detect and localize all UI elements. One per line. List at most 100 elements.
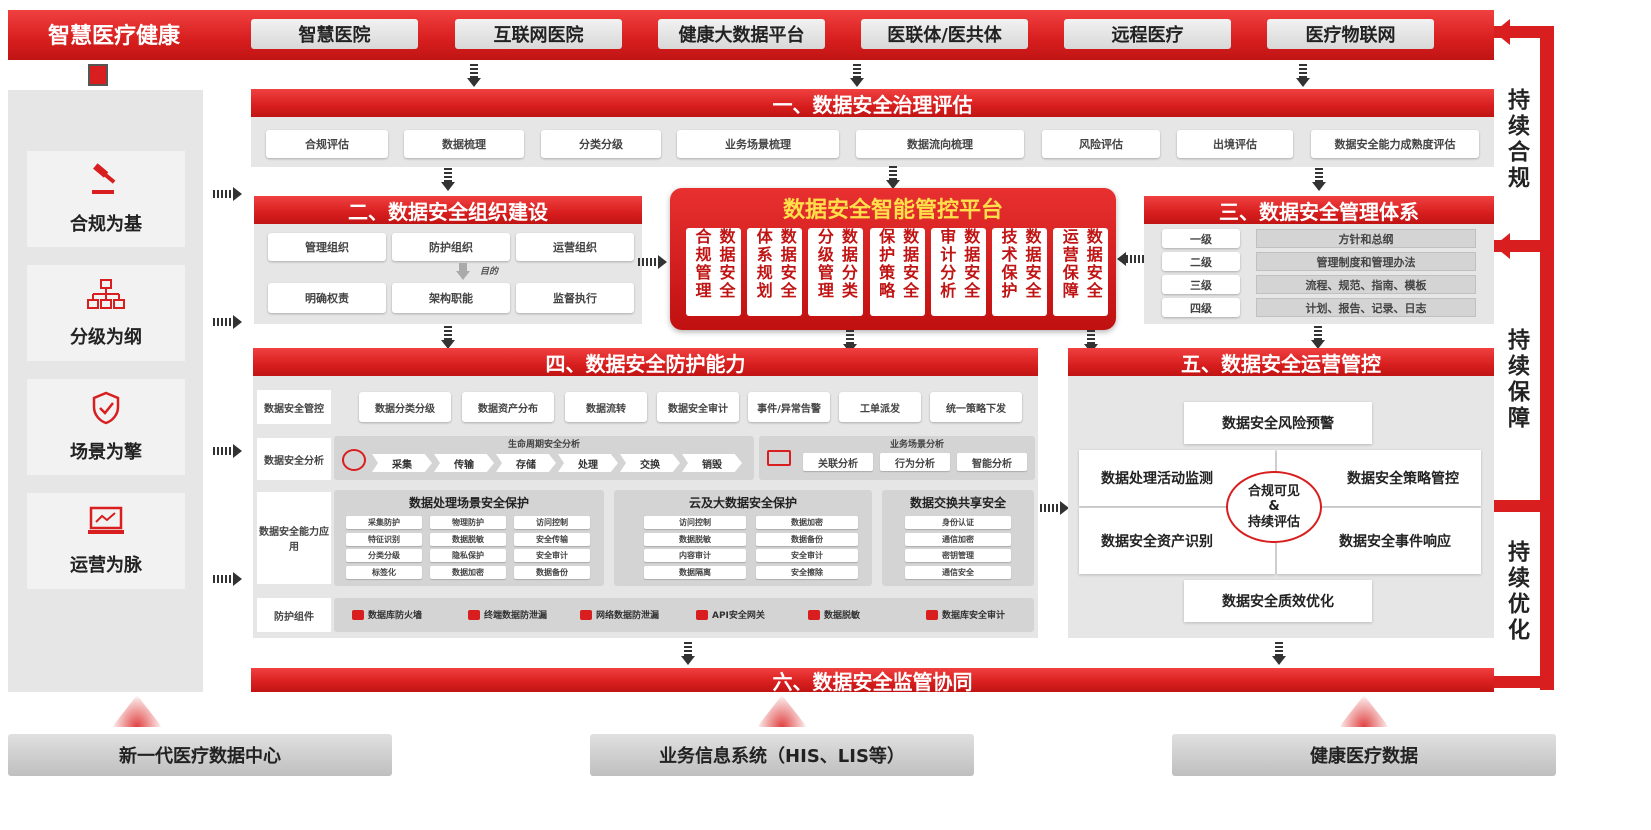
ops-center-line1: 合规可见	[1247, 483, 1300, 499]
header-item-1: 互联网医院	[455, 19, 622, 49]
up-glow-2	[757, 695, 807, 727]
pillar-1: 分级为纲	[27, 265, 185, 361]
pillar-label: 合规为基	[70, 213, 142, 235]
scene2-item-7: 安全擦除	[756, 565, 858, 579]
scene3-item-3: 通信安全	[905, 565, 1011, 579]
pillar-2: 场景为擎	[27, 379, 185, 475]
lifecycle-title: 生命周期安全分析	[507, 440, 580, 450]
ops-top: 数据安全风险预警	[1184, 402, 1372, 444]
loop-line-vertical	[1540, 30, 1554, 690]
s2-row2-item-1: 架构职能	[392, 283, 510, 313]
bottom-business-systems: 业务信息系统（HIS、LIS等）	[590, 734, 974, 776]
bottom-health-data: 健康医疗数据	[1172, 734, 1556, 776]
platform-col-6: 数据安全运营保障	[1053, 228, 1109, 316]
s1-item-6: 出境评估	[1177, 130, 1293, 158]
s1-arrow-right	[1312, 168, 1326, 192]
platform-col-5: 数据安全技术保护	[992, 228, 1047, 316]
component-3: API安全网关	[696, 608, 765, 621]
platform-col-4: 数据安全审计分析	[930, 228, 986, 316]
right-label-bg-1	[1498, 80, 1534, 200]
component-label: API安全网关	[712, 611, 765, 621]
header-item-4: 远程医疗	[1064, 19, 1231, 49]
s2-to-platform-arrow	[638, 255, 668, 269]
s3-level-1: 二级	[1162, 252, 1240, 271]
scene1-item-4: 数据脱敏	[430, 532, 506, 546]
shield-check-icon	[91, 391, 121, 430]
up-glow-3	[1339, 695, 1389, 727]
s2-row2-item-2: 监督执行	[516, 283, 634, 313]
s1-item-0: 合规评估	[266, 130, 388, 158]
s1-item-4: 数据流向梳理	[856, 130, 1024, 158]
component-label: 网络数据防泄漏	[596, 611, 660, 621]
ops-bottom: 数据安全质效优化	[1184, 580, 1372, 622]
lifecycle-step-5: 销毁	[682, 454, 742, 472]
control-item-6: 统一策略下发	[930, 392, 1022, 422]
s1-item-3: 业务场景梳理	[677, 130, 839, 158]
bottom-datacenter: 新一代医疗数据中心	[8, 734, 392, 776]
s3-level-0: 一级	[1162, 229, 1240, 248]
scene1-item-8: 安全审计	[514, 549, 590, 562]
ops-center-line3: 持续评估	[1247, 514, 1300, 530]
loop-line-mid	[1494, 500, 1554, 512]
pillar-label: 运营为脉	[70, 554, 142, 576]
platform-col-0: 数据安全合规管理	[686, 228, 741, 316]
pillar-arrow-1	[213, 187, 243, 201]
control-item-4: 事件/异常告警	[748, 392, 830, 422]
s1-item-7: 数据安全能力成熟度评估	[1311, 130, 1479, 158]
scene1-item-3: 特征识别	[346, 532, 422, 546]
comp-panel	[334, 598, 1034, 632]
s1-item-5: 风险评估	[1042, 130, 1160, 158]
monitor-icon	[767, 450, 791, 466]
scene3-item-2: 密钥管理	[905, 549, 1011, 562]
s2-row1-item-0: 管理组织	[268, 233, 386, 261]
control-item-5: 工单派发	[839, 392, 921, 422]
scene1-item-2: 访问控制	[514, 516, 590, 529]
control-item-0: 数据分类分级	[359, 392, 451, 422]
scene2-item-6: 数据隔离	[644, 565, 746, 579]
purpose-arrow-icon	[456, 263, 470, 281]
right-label-2: 持续保障	[1504, 328, 1529, 432]
scene2-item-0: 访问控制	[644, 516, 746, 529]
purpose-label: 目的	[480, 267, 499, 277]
s1-arrow-mid	[886, 166, 900, 190]
header-item-3: 医联体/医共体	[861, 19, 1028, 49]
lifecycle-cycle-icon	[342, 449, 366, 471]
pillar-arrow-3	[213, 444, 243, 458]
app-label: 数据安全能力应用	[257, 492, 331, 584]
s1-item-1: 数据梳理	[404, 130, 524, 158]
section6-title: 六、数据安全监管协同	[251, 668, 1494, 694]
scene1-item-11: 数据备份	[514, 565, 590, 579]
section2-title: 二、数据安全组织建设	[254, 196, 642, 224]
right-label-bg-2	[1498, 320, 1534, 440]
header-arrow-2	[850, 64, 864, 88]
control-item-2: 数据流转	[565, 392, 647, 422]
scene3-title: 数据交换共享安全	[909, 496, 1006, 510]
ops-center-ring: 合规可见 & 持续评估	[1226, 471, 1322, 543]
s4-to-s5-arrow	[1040, 501, 1070, 515]
scene3-item-0: 身份认证	[905, 516, 1011, 529]
section5-title: 五、数据安全运营管控	[1068, 348, 1494, 376]
header-item-2: 健康大数据平台	[658, 19, 825, 49]
comp-label: 防护组件	[257, 598, 331, 632]
biz-title: 业务场景分析	[889, 440, 944, 450]
platform-col-1: 数据安全体系规划	[747, 228, 803, 316]
loop-arrowhead-mid-icon	[1494, 233, 1510, 259]
component-1: 终端数据防泄漏	[468, 608, 547, 621]
platform-title: 数据安全智能管控平台	[782, 198, 1003, 223]
lifecycle-step-1: 传输	[434, 454, 494, 472]
scene1-item-1: 物理防护	[430, 516, 506, 529]
right-label-bg-3	[1498, 534, 1534, 654]
biz-item-0: 关联分析	[803, 453, 873, 471]
component-icon	[352, 609, 364, 620]
header-item-5: 医疗物联网	[1267, 19, 1434, 49]
scene1-item-6: 分类分级	[346, 549, 422, 562]
up-glow-1	[112, 695, 162, 727]
pillar-0: 合规为基	[27, 151, 185, 247]
s3-to-s5-arrow	[1311, 326, 1325, 350]
scene1-item-5: 安全传输	[514, 532, 590, 546]
biz-item-2: 智能分析	[957, 453, 1027, 471]
scene3-item-1: 通信加密	[905, 532, 1011, 546]
ops-center-line2: &	[1268, 499, 1280, 515]
header-arrow-1	[467, 64, 481, 88]
header-item-0: 智慧医院	[251, 19, 418, 49]
